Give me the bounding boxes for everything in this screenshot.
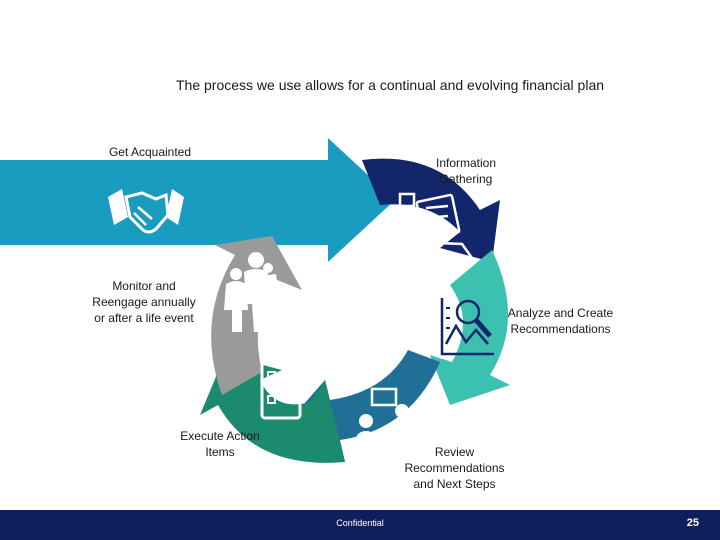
confidential-label: Confidential xyxy=(336,518,384,528)
meeting-icon xyxy=(354,387,420,449)
laptop-books-icon xyxy=(390,192,475,260)
information-gathering-segment xyxy=(362,158,500,262)
chart-magnifier-icon xyxy=(440,298,494,356)
checklist-icon xyxy=(260,356,302,420)
execute-label: Execute Action Items xyxy=(180,429,260,459)
family-icon xyxy=(224,252,278,332)
monitor-label: Monitor and Reengage annually or after a… xyxy=(92,279,196,325)
slide-title: The process we use allows for a continua… xyxy=(175,77,605,93)
process-cycle-diagram xyxy=(0,138,510,463)
get-acquainted-label: Get Acquainted xyxy=(108,145,192,159)
handshake-icon xyxy=(108,189,184,234)
get-acquainted-arrow xyxy=(0,138,395,262)
page-number: 25 xyxy=(686,517,699,529)
analyze-segment xyxy=(430,250,510,405)
footer-bar: Confidential 25 xyxy=(0,510,720,540)
analyze-label: Analyze and Create Recommendations xyxy=(507,306,614,336)
review-label: Review Recommendations and Next Steps xyxy=(404,445,505,491)
information-gathering-label: Information Gathering xyxy=(435,156,497,186)
